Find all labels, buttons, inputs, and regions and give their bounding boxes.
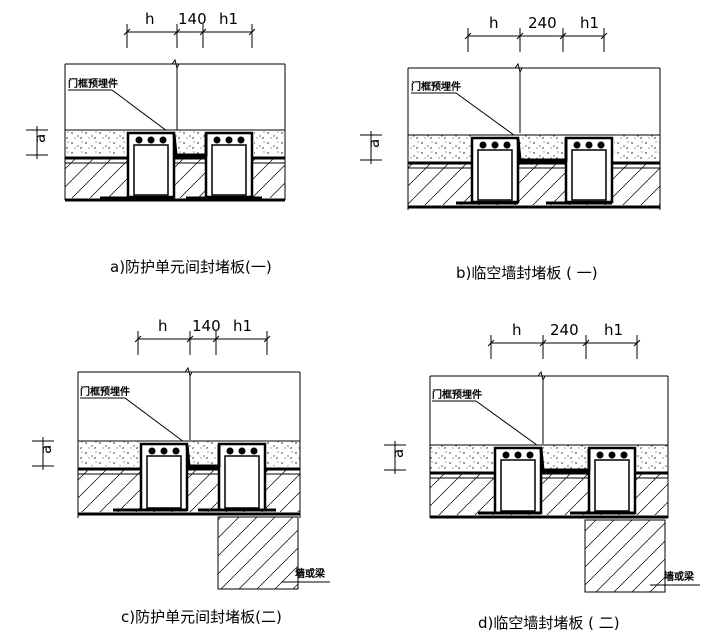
embed-label: 门框预埋件 xyxy=(80,385,130,398)
wall-or-beam xyxy=(584,519,666,593)
floor-slab xyxy=(408,163,660,205)
dim-h1-label: h1 xyxy=(219,10,238,28)
dimension-line: h 240 h1 xyxy=(487,321,641,359)
steel-frame-left xyxy=(493,446,543,515)
dim-h-label: h xyxy=(489,14,499,32)
leader-line xyxy=(455,92,519,139)
steel-frame-right xyxy=(564,136,614,204)
dim-a-label: a xyxy=(31,134,49,143)
detail-a: h 140 h1 门框预埋件 a xyxy=(26,10,286,276)
steel-frame-right xyxy=(204,131,254,199)
dim-a: a xyxy=(360,131,383,164)
dim-h1-label: h1 xyxy=(604,321,623,339)
detail-c: h 140 h1 门框预埋件 a 墙或梁 xyxy=(32,317,330,626)
dim-a-label: a xyxy=(365,139,383,148)
steel-frame-left xyxy=(470,136,520,204)
steel-frame-left xyxy=(126,131,176,199)
embed-label: 门框预埋件 xyxy=(411,80,461,93)
dim-h1-label: h1 xyxy=(580,14,599,32)
dim-gap-label: 140 xyxy=(178,10,207,28)
dim-h-label: h xyxy=(158,317,168,335)
caption: b)临空墙封堵板 ( 一) xyxy=(456,264,598,282)
dimension-line: h 240 h1 xyxy=(464,14,608,52)
caption: d)临空墙封堵板 ( 二) xyxy=(478,614,620,632)
leader-line xyxy=(111,89,176,138)
leader-line xyxy=(475,400,542,449)
steel-frame-right xyxy=(587,446,637,515)
caption: a)防护单元间封堵板(一) xyxy=(110,258,272,276)
beam-label: 墙或梁 xyxy=(664,570,695,583)
dim-a: a xyxy=(32,437,55,470)
caption: c)防护单元间封堵板(二) xyxy=(121,608,282,626)
dimension-line: h 140 h1 xyxy=(134,317,271,355)
dim-a: a xyxy=(26,126,49,159)
dim-h-label: h xyxy=(145,10,155,28)
dim-h-label: h xyxy=(512,321,522,339)
dim-a: a xyxy=(384,441,407,474)
steel-frame-left xyxy=(139,442,189,512)
steel-frame-right xyxy=(217,442,267,512)
dim-a-label: a xyxy=(37,445,55,454)
dim-gap-label: 140 xyxy=(192,317,221,335)
floor-slab xyxy=(78,469,300,512)
detail-d: h 240 h1 门框预埋件 a 墙或梁 xyxy=(384,321,700,632)
beam-label: 墙或梁 xyxy=(295,567,326,580)
dim-gap-label: 240 xyxy=(550,321,579,339)
embed-label: 门框预埋件 xyxy=(68,77,118,90)
leader-line xyxy=(124,397,189,446)
dimension-line: h 140 h1 xyxy=(123,10,256,48)
embed-label: 门框预埋件 xyxy=(432,388,482,401)
concrete-layer xyxy=(408,135,660,160)
wall-or-beam xyxy=(217,516,299,590)
dim-a-label: a xyxy=(389,449,407,458)
dim-h1-label: h1 xyxy=(233,317,252,335)
detail-b: h 240 h1 门框预埋件 a xyxy=(360,14,661,282)
dim-gap-label: 240 xyxy=(528,14,557,32)
